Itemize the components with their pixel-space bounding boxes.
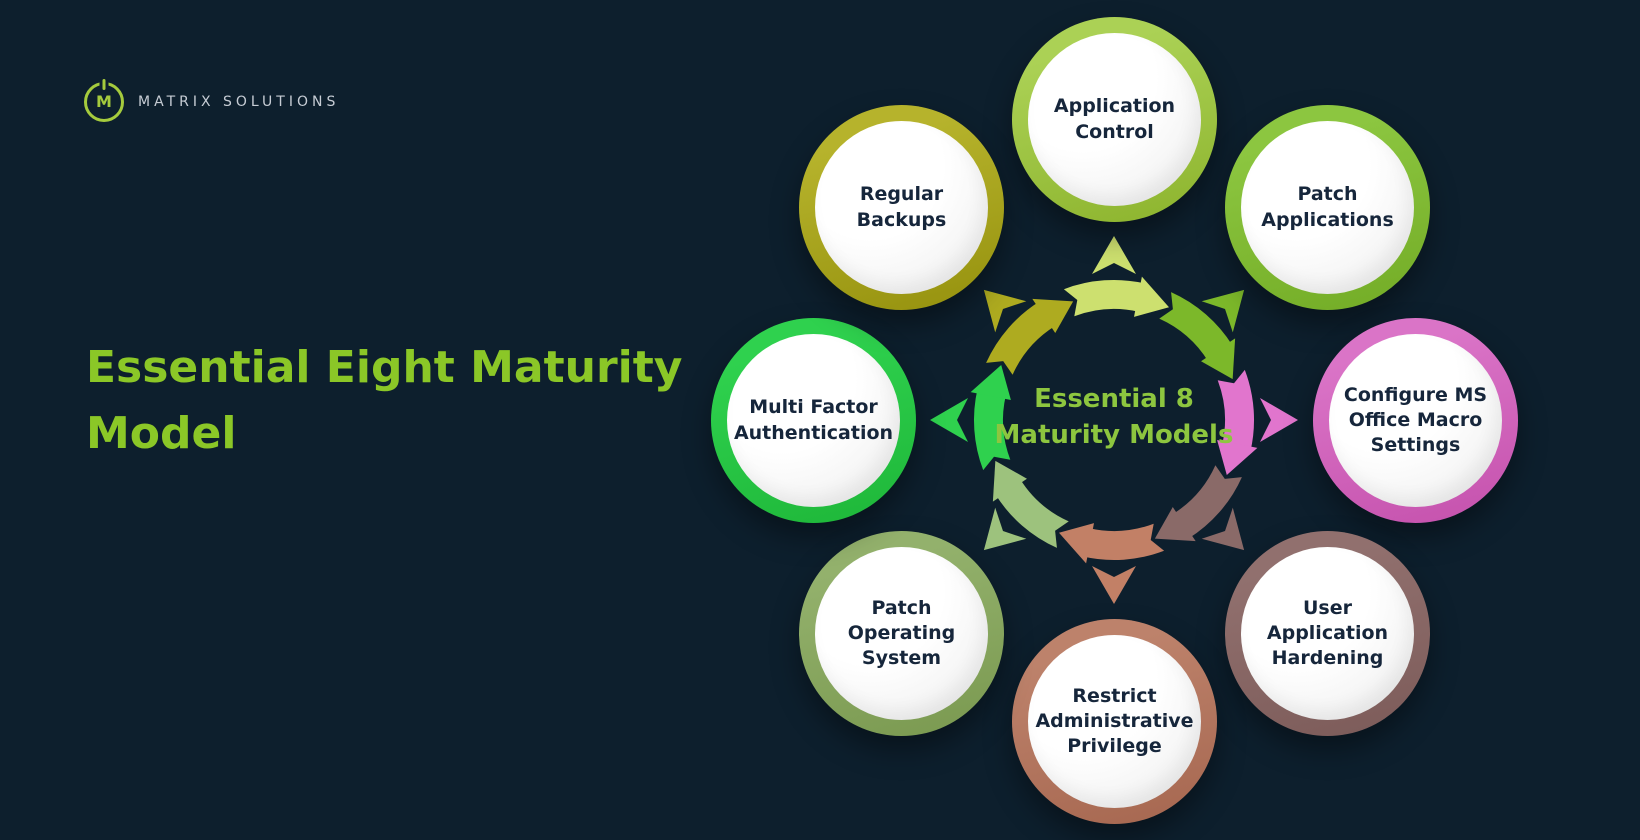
node-label: Configure MS Office Macro Settings [1343, 383, 1488, 457]
node-configure-ms-office-macro-settings: Configure MS Office Macro Settings [1313, 318, 1518, 523]
ring-segment-application-control [1063, 236, 1169, 317]
node-circle: Patch Applications [1241, 121, 1414, 294]
diagram-center-label: Essential 8 Maturity Models [934, 381, 1294, 453]
page-title: Essential Eight Maturity Model [86, 342, 683, 459]
node-patch-applications: Patch Applications [1225, 105, 1430, 310]
node-circle: Multi Factor Authentication [727, 334, 900, 507]
node-label: User Application Hardening [1266, 596, 1389, 670]
node-circle: Configure MS Office Macro Settings [1329, 334, 1502, 507]
company-name: MATRIX SOLUTIONS [138, 94, 340, 110]
center-label-line2: Maturity Models [994, 420, 1234, 450]
node-multi-factor-authentication: Multi Factor Authentication [711, 318, 916, 523]
node-label: Multi Factor Authentication [733, 396, 894, 444]
outward-arrow-icon [1092, 566, 1136, 604]
node-label: Restrict Administrative Privilege [1035, 684, 1194, 758]
node-regular-backups: Regular Backups [799, 105, 1004, 310]
node-label: Patch Operating System [847, 596, 956, 670]
node-circle: Patch Operating System [815, 547, 988, 720]
outward-arrow-icon [1092, 236, 1136, 274]
ring-segment-restrict-admin-privilege [1059, 523, 1165, 604]
node-circle: Restrict Administrative Privilege [1028, 635, 1201, 808]
center-label-line1: Essential 8 [1034, 384, 1194, 414]
node-label: Application Control [1053, 95, 1176, 143]
node-circle: User Application Hardening [1241, 547, 1414, 720]
node-user-application-hardening: User Application Hardening [1225, 531, 1430, 736]
node-label: Regular Backups [856, 183, 947, 231]
matrix-solutions-logo: M MATRIX SOLUTIONS [84, 79, 340, 122]
node-application-control: Application Control [1012, 17, 1217, 222]
node-label: Patch Applications [1261, 183, 1394, 231]
node-circle: Regular Backups [815, 121, 988, 294]
node-restrict-administrative-privilege: Restrict Administrative Privilege [1012, 619, 1217, 824]
node-patch-operating-system: Patch Operating System [799, 531, 1004, 736]
logo-power-line [102, 79, 106, 90]
node-circle: Application Control [1028, 33, 1201, 206]
logo-monogram: M [96, 92, 112, 111]
power-button-icon: M [84, 79, 124, 122]
